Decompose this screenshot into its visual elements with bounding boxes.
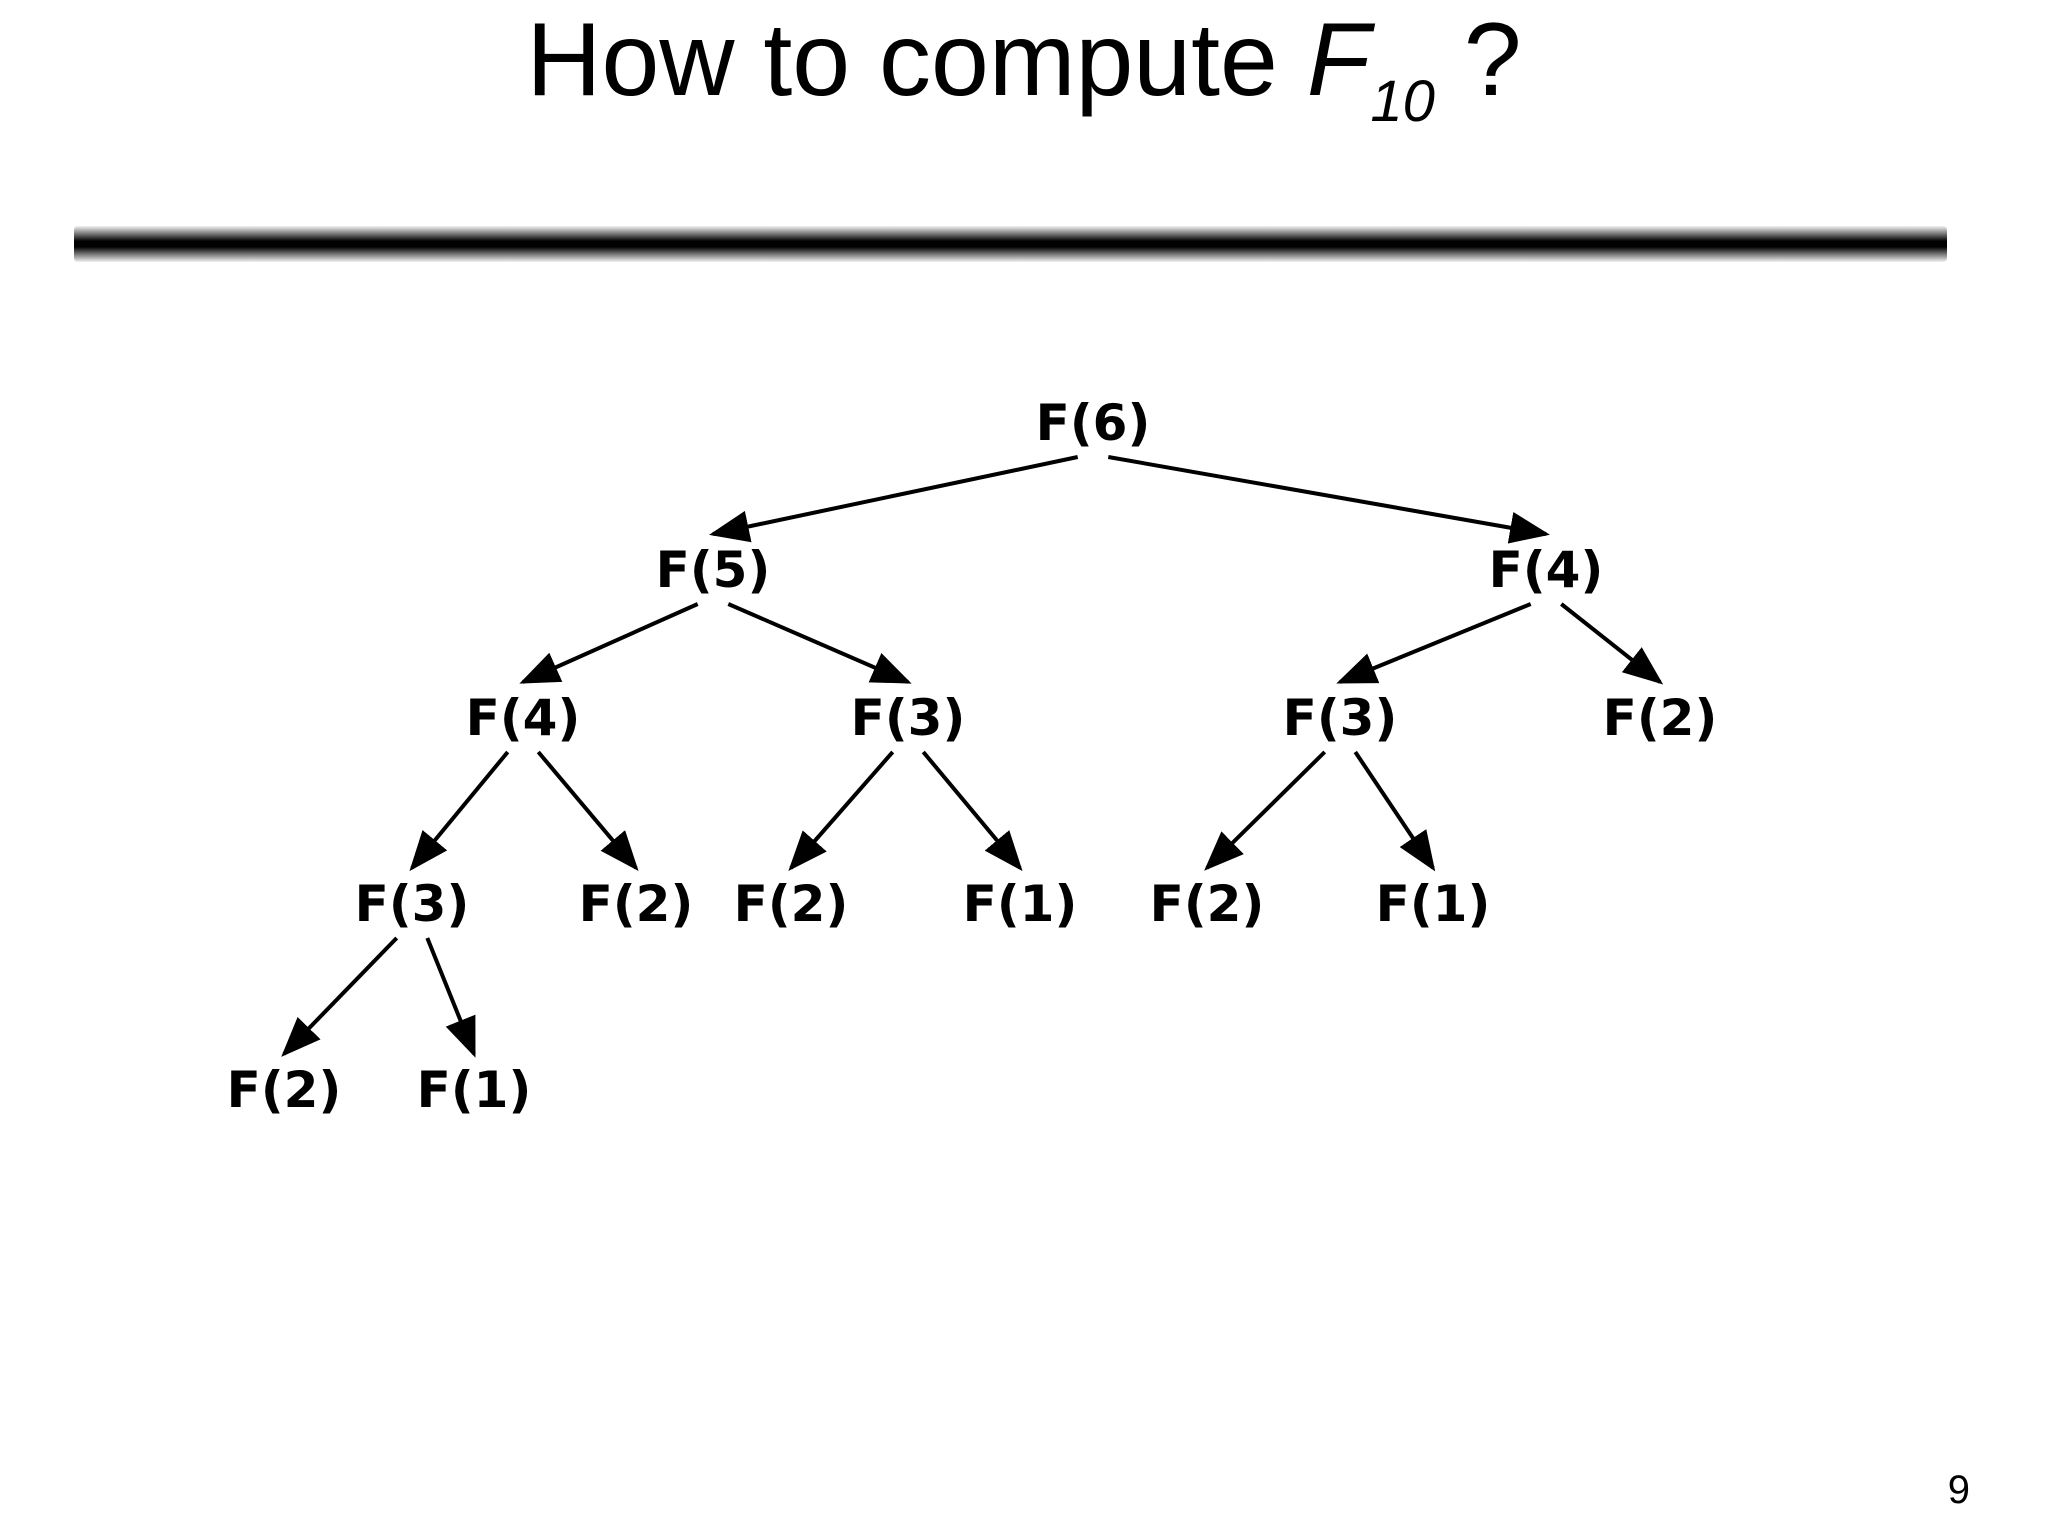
slide-title: How to compute F10 ? (0, 0, 2048, 131)
tree-node-label: F(4) (1489, 541, 1604, 599)
tree-node-label: F(2) (579, 875, 694, 933)
tree-edge-arrow (1560, 602, 1664, 685)
title-variable: F (1306, 2, 1371, 118)
tree-nodes: F(2) F(1) F(3) F(2) F(4) F(2) F(1) F(3) F(5) F(2)… (227, 394, 1718, 1119)
tree-node-label: F(1) (1376, 875, 1491, 933)
tree-node-label: F(3) (355, 875, 470, 933)
title-suffix: ? (1434, 2, 1522, 118)
tree-node-label: F(2) (227, 1061, 342, 1119)
tree-edge-arrow (788, 750, 895, 872)
tree-edge-arrow (727, 602, 912, 684)
tree-node-label: F(2) (1150, 875, 1265, 933)
tree-edge-arrow (409, 750, 510, 872)
tree-edge-arrow (709, 455, 1079, 543)
tree-node-label: F(2) (734, 875, 849, 933)
title-subscript: 10 (1370, 69, 1435, 135)
tree-node-label: F(2) (1603, 689, 1718, 747)
title-text: How to compute (526, 2, 1307, 118)
tree-node-label: F(3) (1283, 689, 1398, 747)
title-divider (74, 226, 1947, 262)
tree-edge-arrow (425, 937, 476, 1058)
page-number: 9 (1947, 1468, 1970, 1512)
tree-node-label: F(4) (466, 689, 581, 747)
tree-edge-arrow (1336, 602, 1532, 684)
tree-edge-arrow (536, 750, 639, 872)
tree-edge-arrow (519, 602, 699, 684)
tree-edge-arrow (1107, 455, 1550, 544)
tree-edges (281, 455, 1664, 1058)
tree-node-label: F(5) (656, 541, 771, 599)
tree-node-label: F(3) (851, 689, 966, 747)
tree-edge-arrow (1204, 750, 1327, 871)
tree-node-label: F(1) (417, 1061, 532, 1119)
tree-node-label: F(1) (963, 875, 1078, 933)
tree-node-label: F(6) (1036, 394, 1151, 452)
tree-edge-arrow (281, 936, 399, 1057)
tree-edge-arrow (1353, 750, 1436, 872)
tree-edge-arrow (921, 750, 1023, 872)
